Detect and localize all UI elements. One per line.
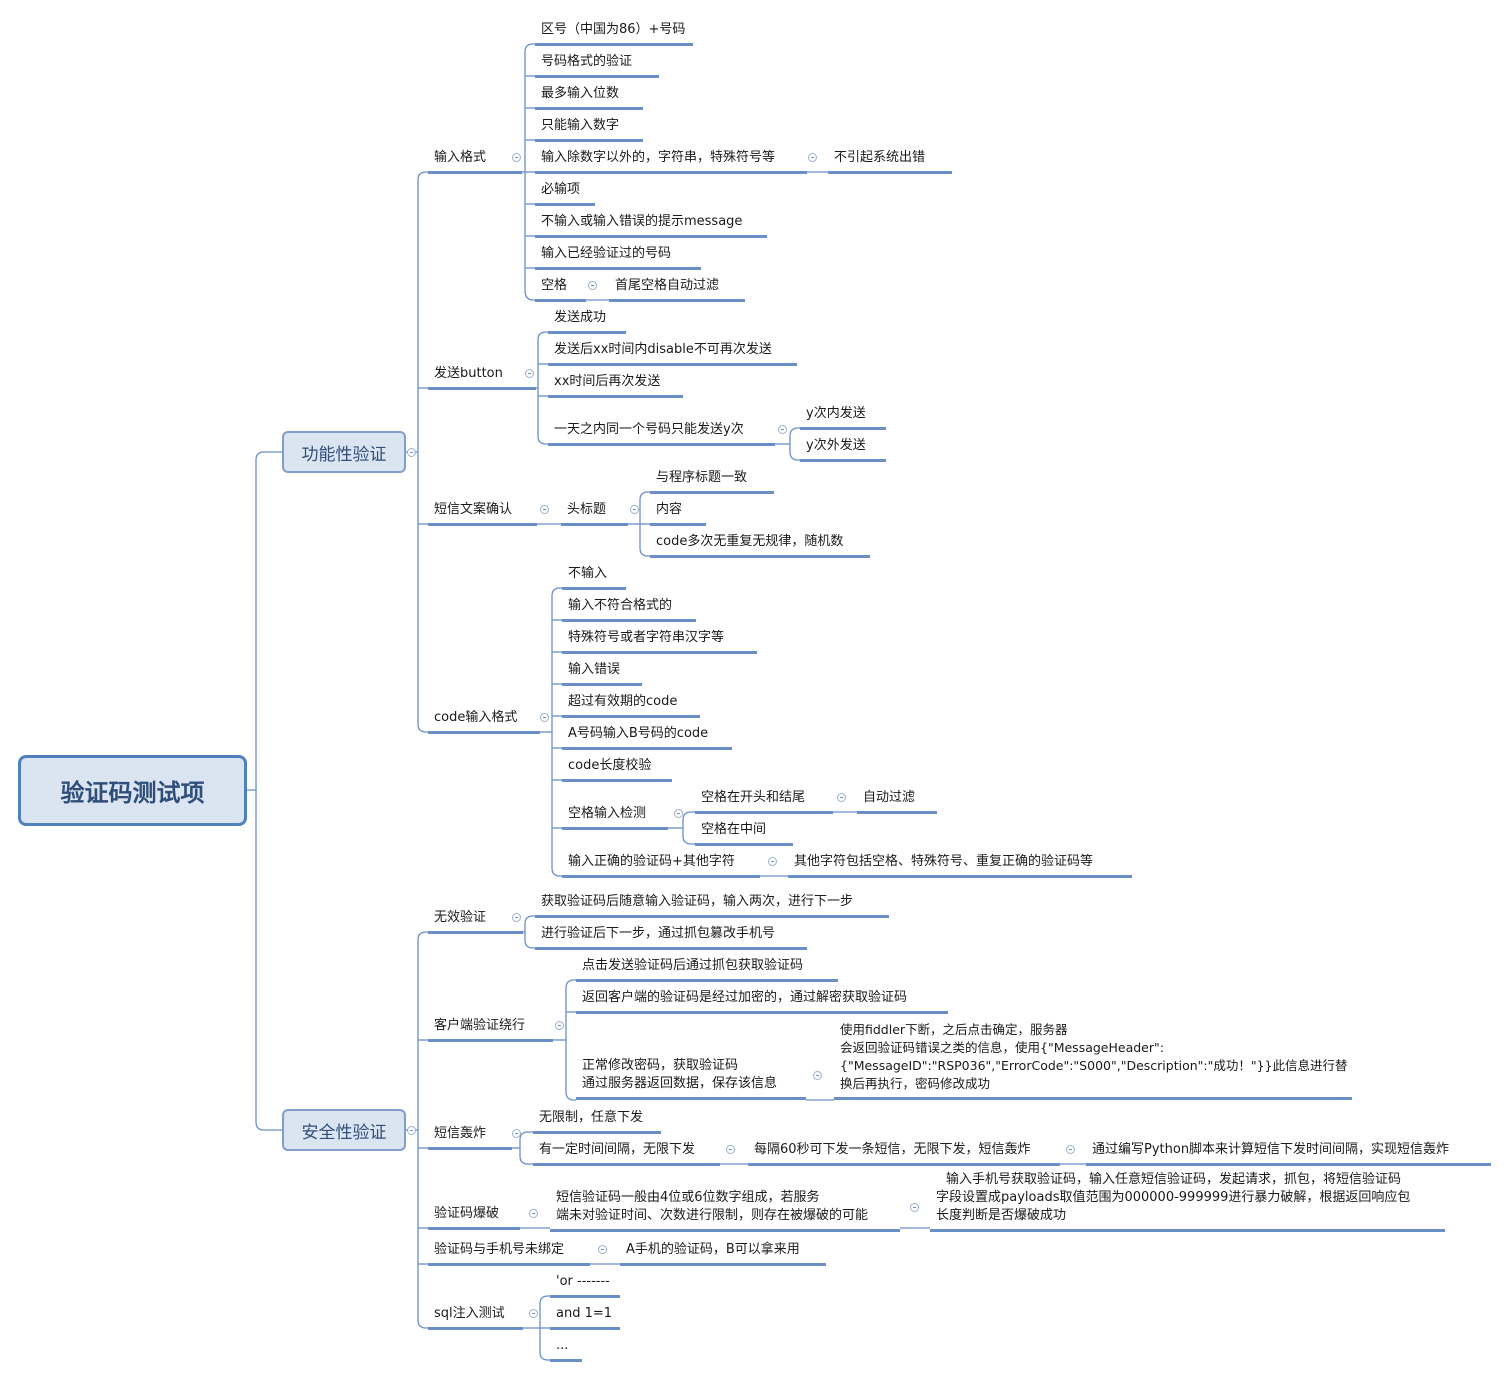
collapse-toggle-icon[interactable] bbox=[529, 1209, 538, 1218]
subtopic[interactable]: 输入正确的验证码+其他字符 bbox=[562, 853, 760, 878]
subtopic[interactable]: 每隔60秒可下发一条短信，无限下发，短信轰炸 bbox=[748, 1141, 1060, 1166]
subtopic[interactable]: 最多输入位数 bbox=[535, 85, 643, 110]
topic-security[interactable]: 安全性验证 bbox=[282, 1109, 406, 1151]
collapse-toggle-icon[interactable] bbox=[529, 1309, 538, 1318]
subtopic[interactable]: y次外发送 bbox=[800, 437, 886, 462]
subtopic[interactable]: 输入已经验证过的号码 bbox=[535, 245, 701, 270]
topic-sms-copy[interactable]: 短信文案确认 bbox=[428, 501, 537, 526]
subtopic[interactable]: 发送后xx时间内disable不可再次发送 bbox=[548, 341, 797, 366]
text-line: 通过服务器返回数据，保存该信息 bbox=[582, 1076, 778, 1091]
subtopic[interactable]: A手机的验证码，B可以拿来用 bbox=[620, 1241, 826, 1266]
subtopic[interactable]: 区号（中国为86）+号码 bbox=[535, 21, 693, 46]
text-line: 使用fiddler下断，之后点击确定，服务器 bbox=[840, 1022, 1068, 1037]
collapse-toggle-icon[interactable] bbox=[674, 809, 683, 818]
subtopic[interactable]: xx时间后再次发送 bbox=[548, 373, 683, 398]
text-line: {"MessageID":"RSP036","ErrorCode":"S000"… bbox=[840, 1058, 1348, 1073]
topic-functional[interactable]: 功能性验证 bbox=[282, 431, 406, 473]
topic-invalid-verification[interactable]: 无效验证 bbox=[428, 909, 523, 934]
subtopic[interactable]: 空格在开头和结尾 bbox=[695, 789, 833, 814]
subtopic[interactable]: 内容 bbox=[650, 501, 706, 526]
subtopic[interactable]: 输入除数字以外的，字符串，特殊符号等 bbox=[535, 149, 807, 174]
subtopic[interactable]: 自动过滤 bbox=[857, 789, 937, 814]
subtopic[interactable]: y次内发送 bbox=[800, 405, 886, 430]
topic-input-format[interactable]: 输入格式 bbox=[428, 149, 522, 174]
subtopic[interactable]: 空格 bbox=[535, 277, 586, 302]
subtopic[interactable]: 特殊符号或者字符串汉字等 bbox=[562, 629, 757, 654]
subtopic[interactable]: 空格输入检测 bbox=[562, 805, 668, 830]
collapse-toggle-icon[interactable] bbox=[1066, 1145, 1075, 1154]
text-line: 端未对验证时间、次数进行限制，则存在被爆破的可能 bbox=[556, 1208, 869, 1223]
topic-brute-force[interactable]: 验证码爆破 bbox=[428, 1205, 520, 1230]
topic-send-button[interactable]: 发送button bbox=[428, 365, 536, 390]
subtopic[interactable]: 首尾空格自动过滤 bbox=[609, 277, 745, 302]
collapse-toggle-icon[interactable] bbox=[726, 1145, 735, 1154]
text-line: 会返回验证码错误之类的信息，使用{"MessageHeader": bbox=[840, 1040, 1164, 1055]
subtopic[interactable]: code长度校验 bbox=[562, 757, 672, 782]
collapse-toggle-icon[interactable] bbox=[598, 1245, 607, 1254]
subtopic-multiline[interactable]: 正常修改密码，获取验证码 通过服务器返回数据，保存该信息 bbox=[576, 1057, 806, 1100]
collapse-toggle-icon[interactable] bbox=[555, 1021, 564, 1030]
collapse-toggle-icon[interactable] bbox=[512, 1129, 521, 1138]
collapse-toggle-icon[interactable] bbox=[813, 1071, 822, 1080]
subtopic[interactable]: 返回客户端的验证码是经过加密的，通过解密获取验证码 bbox=[576, 989, 948, 1014]
collapse-toggle-icon[interactable] bbox=[512, 153, 521, 162]
subtopic[interactable]: 发送成功 bbox=[548, 309, 626, 334]
subtopic[interactable]: 输入错误 bbox=[562, 661, 642, 686]
collapse-toggle-icon[interactable] bbox=[630, 505, 639, 514]
subtopic[interactable]: 不输入 bbox=[562, 565, 626, 590]
subtopic[interactable]: 其他字符包括空格、特殊符号、重复正确的验证码等 bbox=[788, 853, 1132, 878]
subtopic[interactable]: 空格在中间 bbox=[695, 821, 793, 846]
subtopic[interactable]: 号码格式的验证 bbox=[535, 53, 659, 78]
collapse-toggle-icon[interactable] bbox=[407, 1126, 416, 1135]
subtopic[interactable]: 不输入或输入错误的提示message bbox=[535, 213, 767, 238]
subtopic-multiline[interactable]: 输入手机号获取验证码，输入任意短信验证码，发起请求，抓包，将短信验证码 字段设置… bbox=[930, 1171, 1445, 1232]
collapse-toggle-icon[interactable] bbox=[910, 1203, 919, 1212]
text-line: 输入手机号获取验证码，输入任意短信验证码，发起请求，抓包，将短信验证码 bbox=[946, 1172, 1402, 1187]
topic-sql-injection[interactable]: sql注入测试 bbox=[428, 1305, 523, 1330]
subtopic[interactable]: and 1=1 bbox=[550, 1305, 620, 1330]
subtopic[interactable]: 无限制，任意下发 bbox=[533, 1109, 661, 1134]
subtopic[interactable]: 'or ------- bbox=[550, 1273, 620, 1298]
topic-client-bypass[interactable]: 客户端验证绕行 bbox=[428, 1017, 553, 1042]
collapse-toggle-icon[interactable] bbox=[525, 369, 534, 378]
subtopic[interactable]: ... bbox=[550, 1337, 582, 1362]
subtopic-multiline[interactable]: 短信验证码一般由4位或6位数字组成，若服务 端未对验证时间、次数进行限制，则存在… bbox=[550, 1189, 900, 1232]
subtopic-multiline[interactable]: 使用fiddler下断，之后点击确定，服务器 会返回验证码错误之类的信息，使用{… bbox=[834, 1021, 1352, 1100]
subtopic[interactable]: 有一定时间间隔，无限下发 bbox=[533, 1141, 720, 1166]
subtopic[interactable]: code多次无重复无规律，随机数 bbox=[650, 533, 870, 558]
collapse-toggle-icon[interactable] bbox=[768, 857, 777, 866]
topic-code-input[interactable]: code输入格式 bbox=[428, 709, 540, 734]
text-line: 长度判断是否爆破成功 bbox=[936, 1208, 1067, 1223]
collapse-toggle-icon[interactable] bbox=[808, 153, 817, 162]
collapse-toggle-icon[interactable] bbox=[407, 448, 416, 457]
subtopic[interactable]: 头标题 bbox=[561, 501, 628, 526]
collapse-toggle-icon[interactable] bbox=[540, 505, 549, 514]
collapse-toggle-icon[interactable] bbox=[512, 913, 521, 922]
subtopic[interactable]: A号码输入B号码的code bbox=[562, 725, 732, 750]
subtopic[interactable]: 与程序标题一致 bbox=[650, 469, 774, 494]
subtopic[interactable]: 通过编写Python脚本来计算短信下发时间间隔，实现短信轰炸 bbox=[1086, 1141, 1491, 1166]
subtopic[interactable]: 不引起系统出错 bbox=[828, 149, 952, 174]
text-line: 正常修改密码，获取验证码 bbox=[582, 1058, 739, 1073]
subtopic[interactable]: 必输项 bbox=[535, 181, 595, 206]
subtopic[interactable]: 获取验证码后随意输入验证码，输入两次，进行下一步 bbox=[535, 893, 889, 918]
subtopic[interactable]: 超过有效期的code bbox=[562, 693, 700, 718]
text-line: 字段设置成payloads取值范围为000000-999999进行暴力破解，根据… bbox=[936, 1190, 1411, 1205]
topic-unbound[interactable]: 验证码与手机号未绑定 bbox=[428, 1241, 590, 1266]
collapse-toggle-icon[interactable] bbox=[540, 713, 549, 722]
root-topic[interactable]: 验证码测试项 bbox=[18, 755, 247, 826]
subtopic[interactable]: 只能输入数字 bbox=[535, 117, 643, 142]
text-line: 换后再执行，密码修改成功 bbox=[840, 1076, 991, 1091]
subtopic[interactable]: 输入不符合格式的 bbox=[562, 597, 696, 622]
topic-sms-bomb[interactable]: 短信轰炸 bbox=[428, 1125, 512, 1150]
collapse-toggle-icon[interactable] bbox=[778, 425, 787, 434]
text-line: 短信验证码一般由4位或6位数字组成，若服务 bbox=[556, 1190, 820, 1205]
subtopic[interactable]: 进行验证后下一步，通过抓包篡改手机号 bbox=[535, 925, 807, 950]
collapse-toggle-icon[interactable] bbox=[837, 793, 846, 802]
subtopic[interactable]: 一天之内同一个号码只能发送y次 bbox=[548, 421, 775, 446]
subtopic[interactable]: 点击发送验证码后通过抓包获取验证码 bbox=[576, 957, 838, 982]
collapse-toggle-icon[interactable] bbox=[588, 281, 597, 290]
